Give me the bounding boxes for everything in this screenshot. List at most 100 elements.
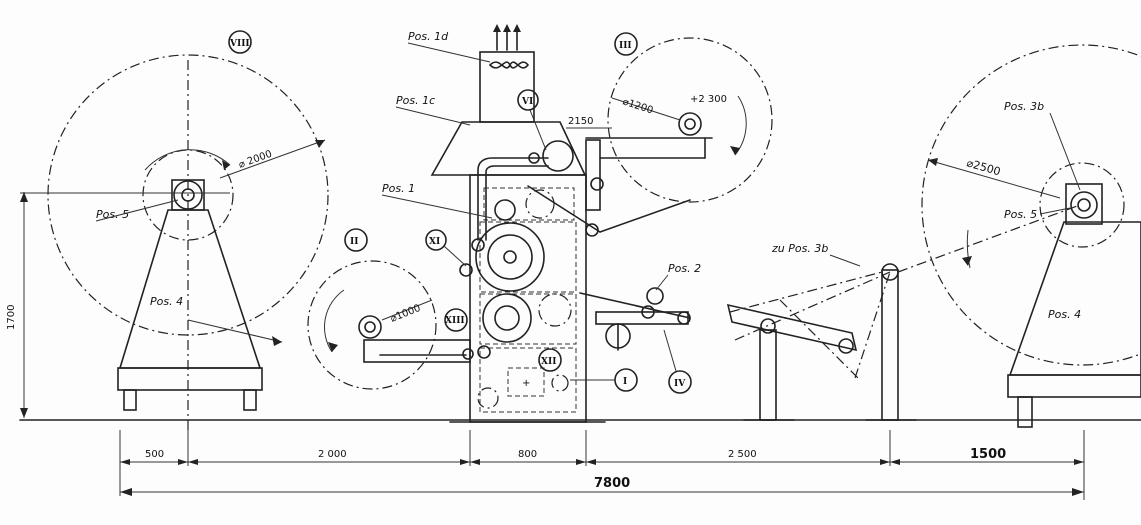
right-rotation-head bbox=[962, 256, 972, 266]
marker-ii-text: II bbox=[350, 237, 358, 247]
left-diameter-leader bbox=[219, 139, 326, 179]
reel-iii-rotation-head bbox=[730, 146, 740, 155]
motor-plus: + bbox=[522, 378, 530, 389]
marker-iv-leader bbox=[663, 329, 677, 372]
exhaust-arrowheads bbox=[493, 24, 521, 32]
reel-ii-diameter: ⌀1000 bbox=[389, 303, 422, 325]
duct-pipe-inner bbox=[485, 165, 549, 241]
tilted-arm-hub-right bbox=[838, 338, 854, 354]
right-reel-hub bbox=[1070, 191, 1098, 219]
drum-mid bbox=[482, 293, 532, 343]
marker-vi bbox=[517, 89, 539, 111]
marker-viii-text: VIII bbox=[229, 39, 250, 49]
web-line-upper bbox=[527, 185, 601, 233]
reel-ii-rotation-arc bbox=[323, 289, 345, 353]
dryer-hood bbox=[430, 121, 587, 176]
pos-2-roll-a bbox=[646, 287, 664, 305]
reel-ii-outline bbox=[307, 260, 437, 390]
reel-iii-rotation-arc bbox=[734, 95, 747, 156]
marker-iii bbox=[614, 32, 638, 56]
left-pos-4-label: Pos. 4 bbox=[150, 295, 183, 308]
guide-roll-left-3 bbox=[477, 345, 491, 359]
marker-xi bbox=[425, 229, 447, 251]
motor-fan bbox=[551, 374, 569, 392]
drum-vi-roll bbox=[528, 152, 540, 164]
left-reel-core bbox=[142, 149, 234, 241]
reel-iii-outline bbox=[607, 37, 773, 203]
right-post bbox=[585, 139, 601, 211]
right-pos-4-label: Pos. 4 bbox=[1048, 308, 1081, 321]
post-roll-upper bbox=[590, 177, 604, 191]
left-rotation-arrowhead bbox=[222, 160, 230, 170]
left-reel-diameter: ⌀ 2000 bbox=[237, 149, 273, 171]
drum-top bbox=[525, 189, 555, 219]
reel-ii-dia-leader bbox=[381, 299, 433, 321]
reel-iii-hub-inner bbox=[684, 118, 696, 130]
segment-dim-heads bbox=[120, 459, 1084, 465]
right-stand-base bbox=[1007, 374, 1141, 398]
right-pos-3b-leader bbox=[1049, 112, 1081, 191]
dimension-lines: 1700 500 2 000 800 2 500 1500 7800 bbox=[6, 192, 1141, 500]
marker-xii bbox=[538, 348, 562, 372]
left-rotation-arc bbox=[144, 149, 231, 171]
reel-iii-diameter: ⌀1200 bbox=[621, 96, 654, 116]
segment-2000: 2 000 bbox=[318, 449, 347, 460]
pos-2-roll-c bbox=[677, 311, 691, 325]
drum-mid-right bbox=[538, 293, 572, 327]
left-web-path bbox=[187, 319, 283, 343]
reel-iii-hub bbox=[678, 112, 702, 136]
right-dia-arrowhead bbox=[928, 158, 938, 166]
pos-2-unit: Pos. 2 IV bbox=[595, 262, 701, 394]
right-foot bbox=[1017, 396, 1033, 428]
right-dia-leader bbox=[927, 159, 1061, 199]
zu-pos-3b-label: zu Pos. 3b bbox=[771, 242, 828, 255]
web-line-to-iii bbox=[599, 199, 691, 233]
pos-1-label: Pos. 1 bbox=[382, 182, 415, 195]
pos-1d-label: Pos. 1d bbox=[408, 30, 449, 43]
tilted-arm-hub-left bbox=[760, 318, 776, 334]
height-dim-head-bottom bbox=[20, 408, 28, 418]
right-pos-5-leader bbox=[1039, 207, 1071, 215]
left-diameter-arrowhead bbox=[315, 140, 325, 148]
stand-post-right bbox=[881, 269, 899, 421]
pos-2-leader bbox=[655, 274, 669, 291]
guide-roll-left-4 bbox=[462, 348, 474, 360]
reel-ii-hub bbox=[358, 315, 382, 339]
left-web-arrow bbox=[272, 336, 282, 346]
left-foot-b bbox=[243, 389, 257, 411]
drum-large-inner bbox=[487, 234, 533, 280]
intermediate-stand: zu Pos. 3b bbox=[726, 204, 1081, 421]
reel-ii-hub-inner bbox=[364, 321, 376, 333]
pos-1d-leader bbox=[407, 42, 491, 63]
swing-line-a bbox=[734, 271, 891, 341]
reel-iii-offset: +2 300 bbox=[690, 94, 727, 105]
exhaust-fan-symbol bbox=[488, 61, 530, 69]
reel-ii-arm bbox=[363, 339, 471, 363]
reel-ii-station: ⌀1000 II bbox=[307, 228, 471, 390]
segment-800: 800 bbox=[518, 449, 537, 460]
left-pos-5-label: Pos. 5 bbox=[96, 208, 129, 221]
right-reel-diameter: ⌀2500 bbox=[965, 156, 1002, 178]
segment-500: 500 bbox=[145, 449, 164, 460]
swing-line-c bbox=[779, 299, 861, 381]
pos-1c-leader bbox=[395, 106, 471, 126]
drum-vi-large bbox=[542, 140, 574, 172]
marker-ii bbox=[344, 228, 368, 252]
guide-roll-left-2 bbox=[459, 263, 473, 277]
reel-ii-rotation-head bbox=[328, 342, 338, 352]
segment-2500: 2 500 bbox=[728, 449, 757, 460]
left-foot-a bbox=[123, 389, 137, 411]
tilted-arm bbox=[726, 303, 858, 352]
dim-2150-text: 2150 bbox=[568, 116, 593, 127]
right-reel-hub-inner bbox=[1077, 198, 1091, 212]
web-stand-right bbox=[897, 204, 1081, 273]
drum-large-hub bbox=[503, 250, 517, 264]
marker-xiii bbox=[444, 308, 468, 332]
marker-vi-text: VI bbox=[521, 97, 533, 107]
right-rotation-arc bbox=[966, 229, 971, 269]
marker-xiii-text: XIII bbox=[445, 316, 465, 326]
total-7800: 7800 bbox=[594, 476, 630, 491]
stand-post-left bbox=[759, 329, 777, 421]
drum-top-left bbox=[494, 199, 516, 221]
